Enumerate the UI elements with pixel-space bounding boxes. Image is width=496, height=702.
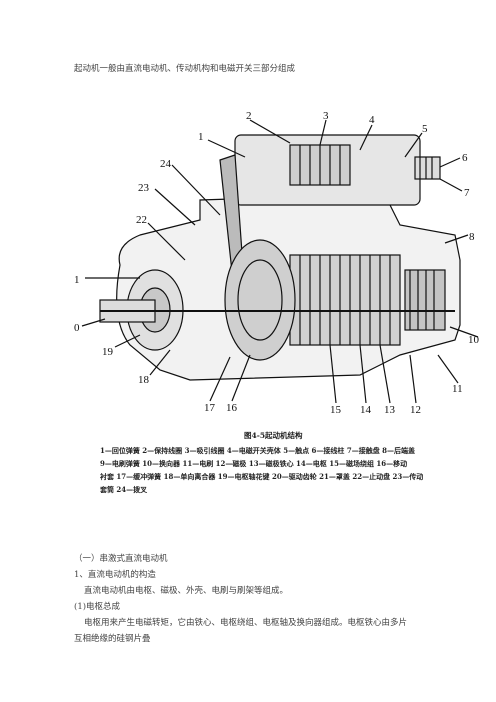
figure-caption: 图4-5起动机结构 xyxy=(244,431,303,440)
figure-label: 17 xyxy=(204,402,216,414)
intro-text: 起动机一般由直流电动机、传动机构和电磁开关三部分组成 xyxy=(74,64,296,74)
figure-label: 10 xyxy=(468,334,480,346)
figure-label: 0 xyxy=(74,322,80,334)
paragraph: 互相绝缘的硅钢片叠 xyxy=(74,634,151,644)
subsection-heading: 1、直流电动机的构造 xyxy=(74,570,156,580)
figure-label: 5 xyxy=(422,123,428,135)
figure-label: 11 xyxy=(452,383,463,395)
figure-label: 1 xyxy=(198,131,204,143)
figure-label: 14 xyxy=(360,404,372,416)
subsection-heading: (1)电枢总成 xyxy=(74,602,121,612)
figure-label: 23 xyxy=(138,182,150,194)
legend-line: 衬套 17—缓冲弹簧 18—单向离合器 19—电枢轴花键 20—驱动齿轮 21—… xyxy=(100,472,424,481)
figure-label: 2 xyxy=(246,110,252,122)
legend-line: 套筒 24—拨叉 xyxy=(100,485,148,494)
figure-label: 19 xyxy=(102,346,114,358)
paragraph: 直流电动机由电枢、磁极、外壳、电刷与刷架等组成。 xyxy=(84,586,289,596)
figure-label: 1 xyxy=(74,274,80,286)
figure-label: 4 xyxy=(369,114,375,126)
figure-label: 7 xyxy=(464,187,470,199)
section-heading: （一）串激式直流电动机 xyxy=(74,554,168,564)
figure-label: 13 xyxy=(384,404,396,416)
figure-label: 16 xyxy=(226,402,238,414)
figure-label: 3 xyxy=(323,110,329,122)
legend-line: 1—回位弹簧 2—保持线圈 3—吸引线圈 4—电磁开关壳体 5—触点 6—接线柱… xyxy=(100,446,416,455)
figure-label: 8 xyxy=(469,231,475,243)
figure-label: 24 xyxy=(160,158,172,170)
legend-line: 9—电刷弹簧 10—换向器 11—电刷 12—磁极 13—磁极铁心 14—电枢 … xyxy=(100,459,408,468)
figure-label: 6 xyxy=(462,152,468,164)
figure-label: 15 xyxy=(330,404,342,416)
figure-label: 22 xyxy=(136,214,147,226)
figure-label: 12 xyxy=(410,404,421,416)
paragraph: 电枢用来产生电磁转矩，它由铁心、电枢绕组、电枢轴及换向器组成。电枢铁心由多片 xyxy=(84,618,408,628)
figure-label: 18 xyxy=(138,374,150,386)
starter-motor-diagram: 1 2 3 4 5 6 7 8 10 11 12 13 14 15 16 17 … xyxy=(60,95,480,425)
figure-legend: 1—回位弹簧 2—保持线圈 3—吸引线圈 4—电磁开关壳体 5—触点 6—接线柱… xyxy=(100,444,480,496)
